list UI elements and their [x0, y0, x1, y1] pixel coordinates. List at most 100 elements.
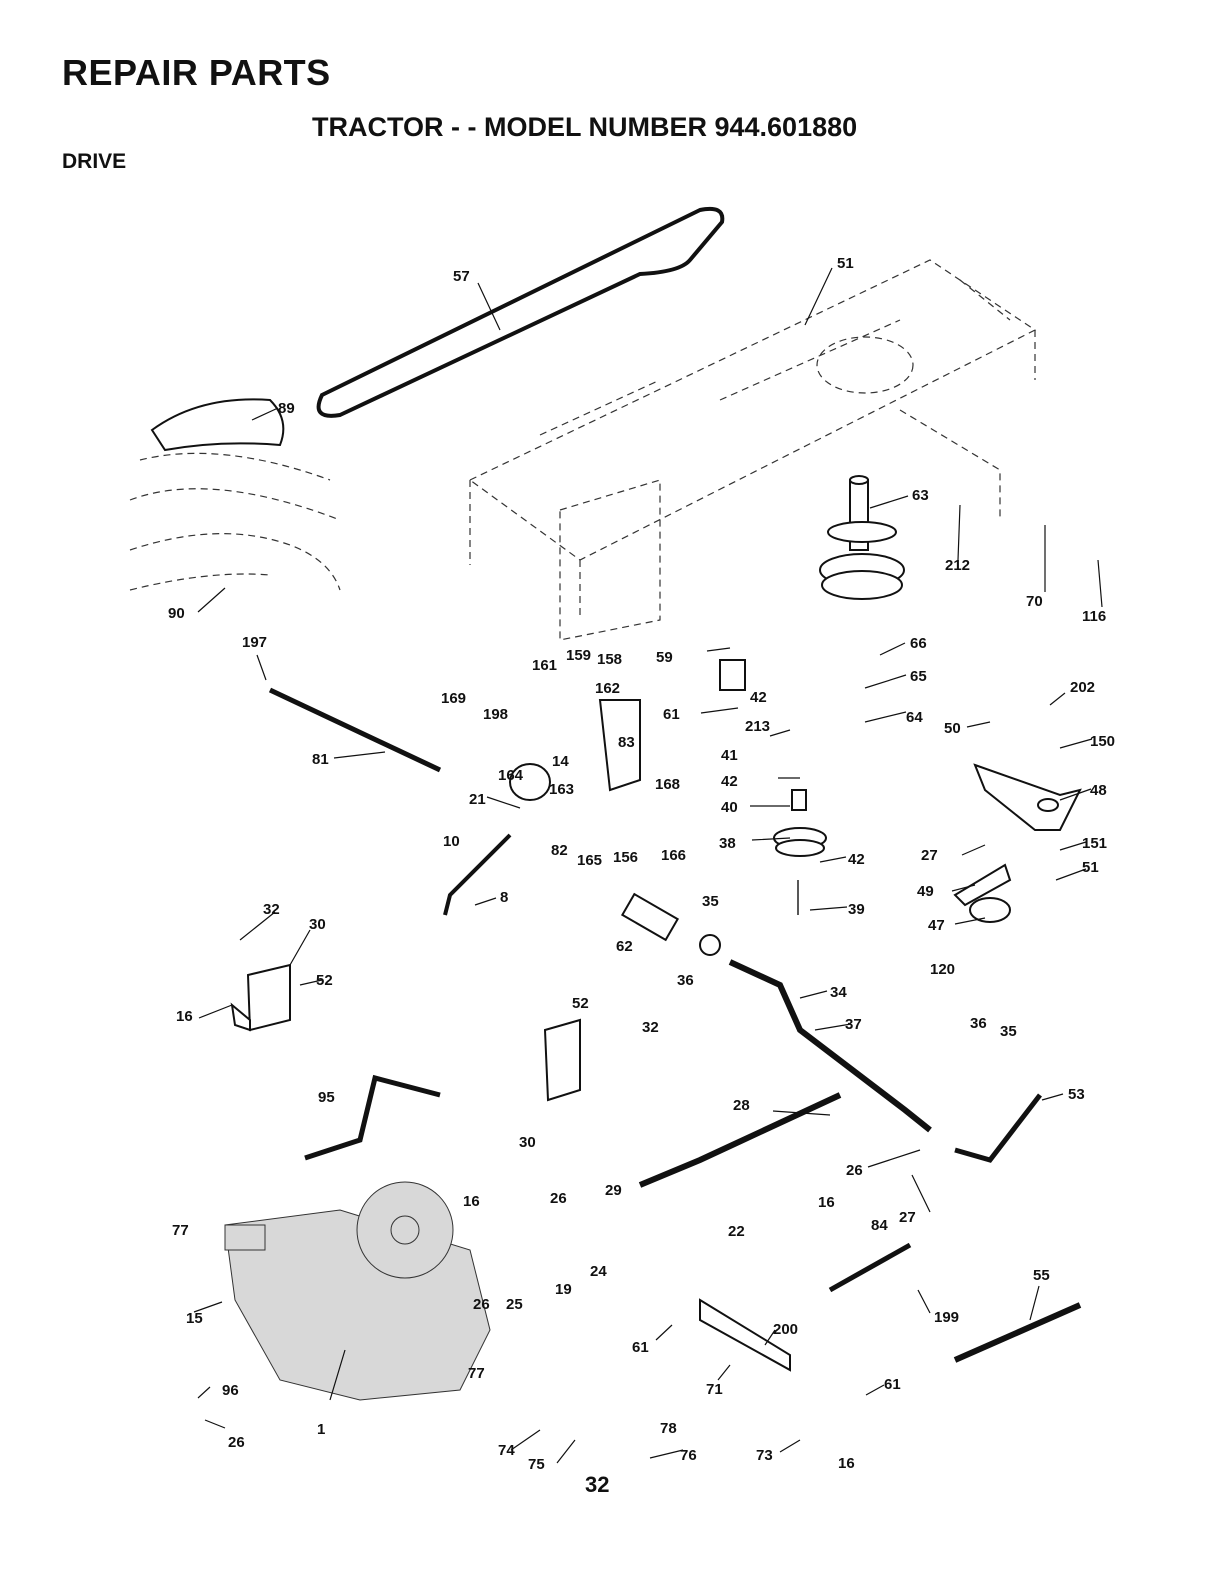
callout-label: 151: [1082, 835, 1107, 852]
callout-label: 25: [506, 1296, 523, 1313]
callout-label: 48: [1090, 782, 1107, 799]
fender-cover: [150, 398, 285, 452]
callout-label: 32: [263, 901, 280, 918]
callout-label: 26: [228, 1434, 245, 1451]
callout-label: 78: [660, 1420, 677, 1437]
callout-label: 198: [483, 706, 508, 723]
callout-label: 30: [519, 1134, 536, 1151]
callout-label: 61: [884, 1376, 901, 1393]
idler-bracket: [953, 763, 1082, 923]
callout-label: 27: [899, 1209, 916, 1226]
callout-label: 63: [912, 487, 929, 504]
callout-label: 165: [577, 852, 602, 869]
callout-label: 49: [917, 883, 934, 900]
callout-label: 28: [733, 1097, 750, 1114]
callout-label: 59: [656, 649, 673, 666]
transaxle: [224, 1181, 491, 1401]
callout-label: 35: [1000, 1023, 1017, 1040]
callout-label: 34: [830, 984, 847, 1001]
callout-label: 168: [655, 776, 680, 793]
callout-label: 16: [838, 1455, 855, 1472]
callout-label: 22: [728, 1223, 745, 1240]
callout-label: 35: [702, 893, 719, 910]
callout-label: 199: [934, 1309, 959, 1326]
fender-outline: [129, 398, 341, 591]
callout-label: 50: [944, 720, 961, 737]
callout-label: 39: [848, 901, 865, 918]
callout-label: 57: [453, 268, 470, 285]
callout-label: 166: [661, 847, 686, 864]
callout-label: 169: [441, 690, 466, 707]
callout-label: 30: [309, 916, 326, 933]
callout-label: 90: [168, 605, 185, 622]
callout-label: 32: [642, 1019, 659, 1036]
callout-label: 202: [1070, 679, 1095, 696]
callout-label: 8: [500, 889, 508, 906]
callout-label: 71: [706, 1381, 723, 1398]
callout-label: 1: [317, 1421, 325, 1438]
callout-label: 26: [550, 1190, 567, 1207]
callout-label: 51: [1082, 859, 1099, 876]
callout-label: 10: [443, 833, 460, 850]
callout-label: 52: [572, 995, 589, 1012]
callout-label: 213: [745, 718, 770, 735]
callout-label: 150: [1090, 733, 1115, 750]
callout-label: 200: [773, 1321, 798, 1338]
callout-label: 70: [1026, 593, 1043, 610]
callout-label: 42: [750, 689, 767, 706]
leader-lines: [193, 267, 1103, 1464]
callout-label: 81: [312, 751, 329, 768]
callout-label: 26: [473, 1296, 490, 1313]
callout-label: 197: [242, 634, 267, 651]
callout-label: 77: [172, 1222, 189, 1239]
callout-label: 29: [605, 1182, 622, 1199]
callout-label: 42: [848, 851, 865, 868]
callout-label: 95: [318, 1089, 335, 1106]
callout-label: 42: [721, 773, 738, 790]
callout-label: 36: [970, 1015, 987, 1032]
callout-label: 162: [595, 680, 620, 697]
frame-outline: [468, 259, 1037, 641]
callout-label: 51: [837, 255, 854, 272]
callout-label: 21: [469, 791, 486, 808]
callout-labels: 57 51 89 63 212 70 116 90 197 66 65 59 1…: [168, 255, 1115, 1473]
callout-label: 82: [551, 842, 568, 859]
callout-label: 38: [719, 835, 736, 852]
callout-label: 16: [463, 1193, 480, 1210]
callout-label: 41: [721, 747, 738, 764]
callout-label: 36: [677, 972, 694, 989]
callout-label: 77: [468, 1365, 485, 1382]
model-subtitle: TRACTOR - - MODEL NUMBER 944.601880: [312, 112, 858, 142]
section-label: DRIVE: [62, 150, 127, 173]
callout-label: 37: [845, 1016, 862, 1033]
callout-label: 159: [566, 647, 591, 664]
callout-label: 62: [616, 938, 633, 955]
callout-label: 52: [316, 972, 333, 989]
callout-label: 64: [906, 709, 923, 726]
callout-label: 47: [928, 917, 945, 934]
callout-label: 19: [555, 1281, 572, 1298]
callout-label: 96: [222, 1382, 239, 1399]
callout-label: 89: [278, 400, 295, 417]
callout-label: 15: [186, 1310, 203, 1327]
page-heading: REPAIR PARTS: [62, 52, 331, 93]
callout-label: 16: [176, 1008, 193, 1025]
mounting-brackets: [230, 659, 791, 1372]
callout-label: 120: [930, 961, 955, 978]
callout-label: 164: [498, 767, 524, 784]
callout-label: 76: [680, 1447, 697, 1464]
callout-label: 40: [721, 799, 738, 816]
callout-label: 55: [1033, 1267, 1050, 1284]
callout-label: 16: [818, 1194, 835, 1211]
callout-label: 65: [910, 668, 927, 685]
callout-label: 74: [498, 1442, 515, 1459]
callout-label: 158: [597, 651, 622, 668]
callout-label: 61: [632, 1339, 649, 1356]
pulley-stack: [773, 475, 905, 915]
callout-label: 84: [871, 1217, 888, 1234]
callout-label: 24: [590, 1263, 607, 1280]
page-number: 32: [585, 1472, 610, 1497]
callout-label: 75: [528, 1456, 545, 1473]
callout-label: 161: [532, 657, 557, 674]
